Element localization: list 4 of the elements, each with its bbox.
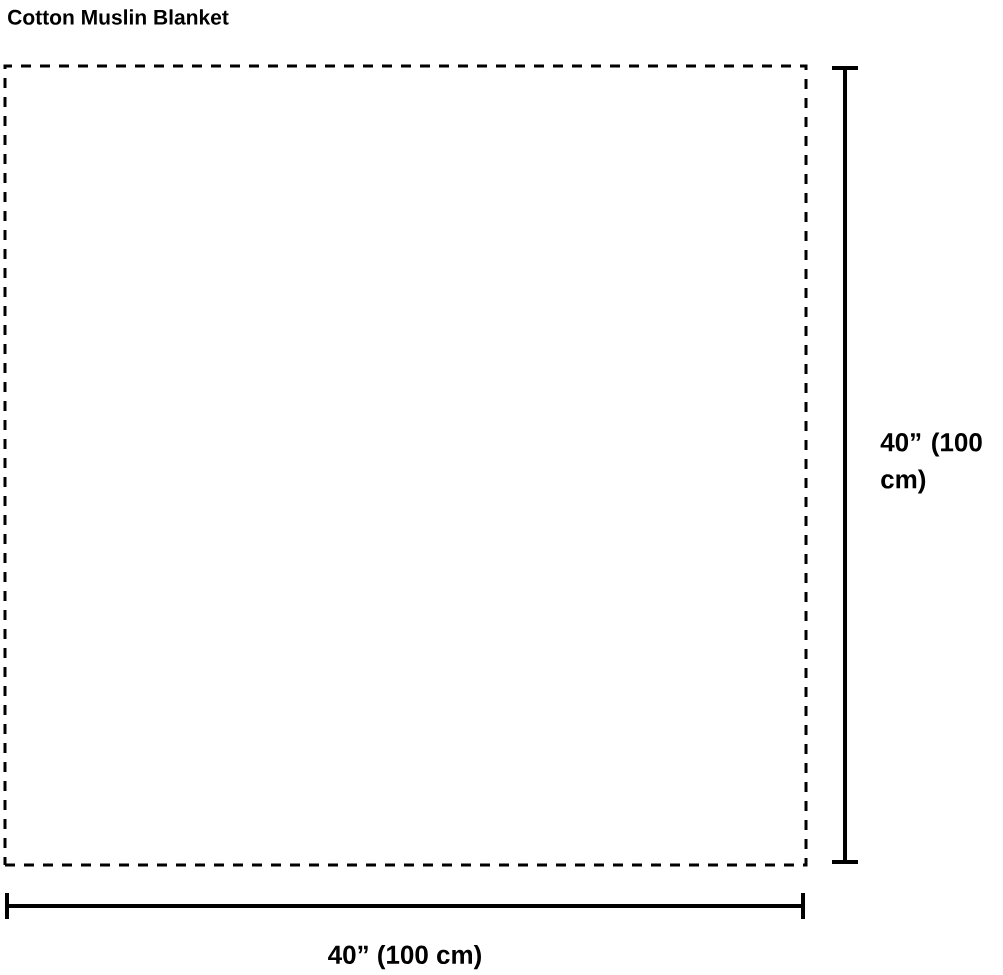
blanket-outline [3,64,808,867]
dimension-label: 40” (100 cm) [880,432,982,494]
dimension-label: 40” (100 cm) [328,944,481,970]
title: Cotton Muslin Blanket [8,9,229,25]
